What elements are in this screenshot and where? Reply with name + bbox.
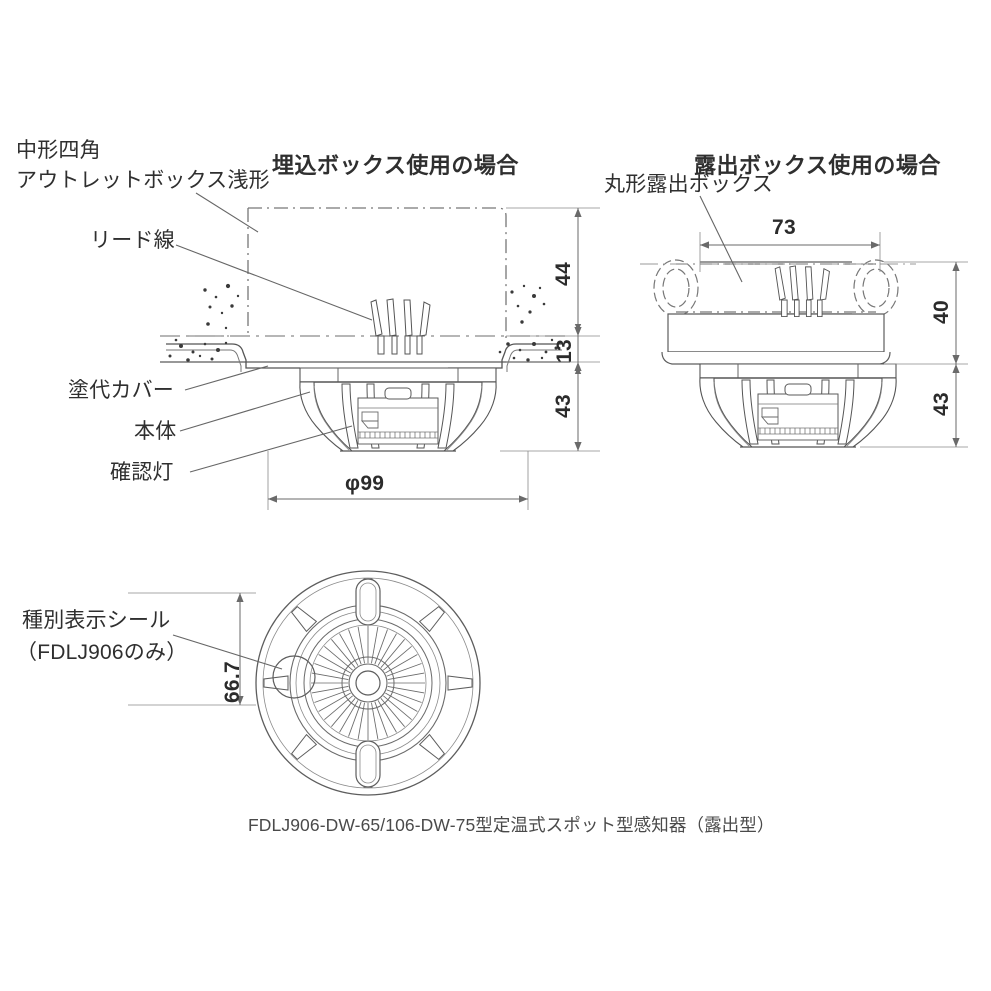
- figure-caption: FDLJ906-DW-65/106-DW-75型定温式スポット型感知器（露出型）: [248, 815, 775, 835]
- label-main-body: 本体: [134, 420, 177, 443]
- dim-embedded-box-depth: 44: [552, 262, 575, 286]
- leader-lines-left: [175, 192, 373, 473]
- exposed-box-view: [640, 195, 968, 448]
- label-outlet-box-line2: アウトレットボックス浅形: [16, 169, 270, 192]
- lead-wire-bundle-embedded: [370, 298, 431, 355]
- detector-body-embedded: [299, 367, 497, 452]
- plan-grille-spokes: [311, 626, 425, 740]
- lead-wire-bundle-exposed: [774, 265, 830, 318]
- concrete-hatch-right: [498, 284, 558, 362]
- dim-plan-seal-offset: 66.7: [221, 660, 244, 704]
- type-label-seal-circle: [272, 655, 316, 699]
- label-round-exposed-box: 丸形露出ボックス: [604, 173, 773, 196]
- detector-body-exposed: [699, 363, 897, 448]
- dim-exposed-box-width: 73: [772, 216, 796, 239]
- label-paint-cover: 塗代カバー: [68, 379, 174, 402]
- concrete-hatch-left: [168, 283, 240, 362]
- heading-exposed-box: 露出ボックス使用の場合: [694, 153, 941, 178]
- dim-exposed-box-height: 40: [930, 300, 953, 324]
- dim-exposed-body-height: 43: [930, 392, 953, 416]
- label-type-seal-line1: 種別表示シール: [22, 609, 171, 632]
- detector-plan-view: [128, 570, 481, 796]
- dim-embedded-body-height: 43: [552, 394, 575, 418]
- heading-embedded-box: 埋込ボックス使用の場合: [272, 153, 519, 178]
- label-type-seal-line2: （FDLJ906のみ）: [16, 641, 188, 664]
- embedded-box-view: [160, 207, 600, 510]
- label-outlet-box-line1: 中形四角: [16, 139, 101, 162]
- label-lead-wire: リード線: [90, 229, 175, 252]
- dim-embedded-cover-thickness: 13: [553, 339, 576, 363]
- dim-embedded-diameter: φ99: [345, 472, 385, 495]
- label-indicator-lamp: 確認灯: [110, 461, 174, 484]
